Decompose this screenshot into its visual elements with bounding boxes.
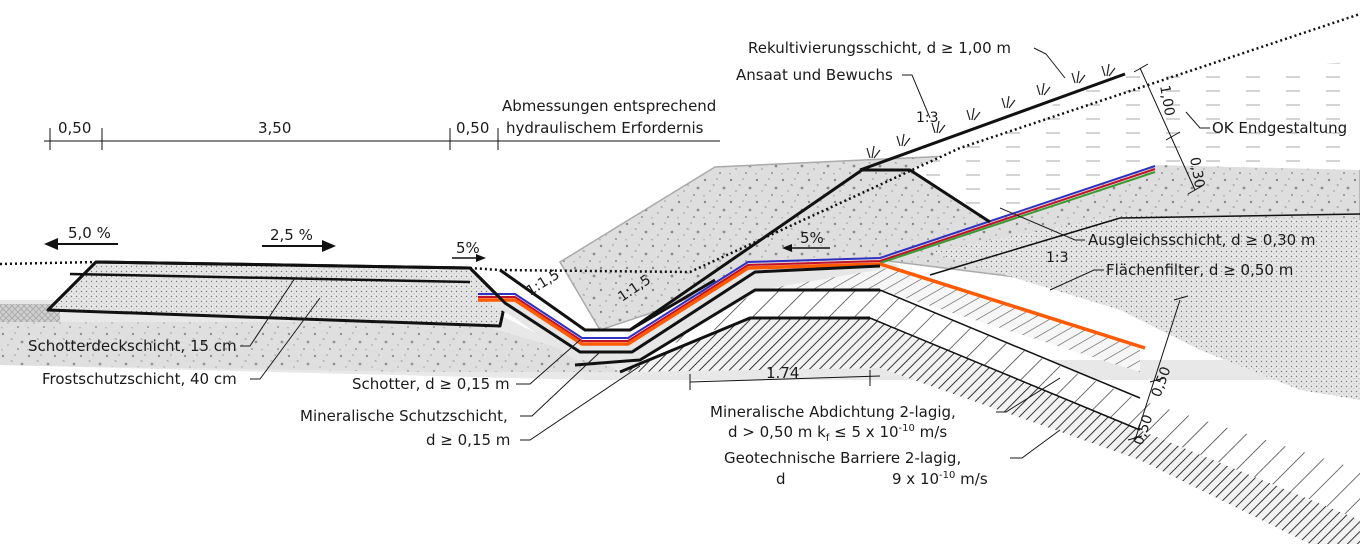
embankment-outline: [629, 168, 991, 332]
dim-350: 3,50: [258, 119, 291, 137]
slope-25: 2,5 %: [270, 226, 313, 244]
flaechenfilter-layer: [930, 215, 1360, 400]
geotech-barrier-lower: [622, 318, 1360, 544]
label-geotech-1: Geotechnische Barriere 2-lagig,: [724, 449, 961, 467]
dim-100: 1,00: [1156, 84, 1177, 117]
slope-arrow-5a: [452, 254, 486, 262]
lower-speckle-layer: [0, 322, 620, 372]
label-frostschutz: Frostschutzschicht, 40 cm: [42, 370, 237, 388]
label-schotter: Schotter, d ≥ 0,15 m: [352, 375, 510, 393]
mineral-schutz-outline: [619, 316, 870, 374]
seal-green-line: [879, 171, 1156, 264]
label-geotech-2: d: [776, 470, 786, 488]
abmessungen-label-2: hydraulischem Erfordernis: [506, 119, 704, 137]
slope-arrow-5b: [782, 244, 830, 252]
abmessungen-label-1: Abmessungen entsprechend: [502, 97, 716, 115]
schotterdeck-line: [69, 272, 471, 284]
seal-orange-line: [478, 262, 1146, 350]
right-dimension-lines: [689, 63, 1203, 441]
label-geotech-3: 9 x 10-10 m/s: [892, 470, 988, 488]
ditch-inner-outline: [499, 268, 716, 332]
dim-174: 1.74: [766, 364, 799, 382]
label-mineral-schutz-2: d ≥ 0,15 m: [426, 431, 510, 449]
vegetation: [866, 63, 1116, 159]
slope-arrow-25: [262, 240, 336, 252]
rekultivierung-layer: [910, 62, 1360, 222]
label-rekultivierung: Rekultivierungsschicht, d ≥ 1,00 m: [748, 39, 1011, 57]
label-mineral-schutz-1: Mineralische Schutzschicht,: [300, 407, 508, 425]
base-crosshatch-strip: [0, 304, 60, 322]
label-schotterdeck: Schotterdeckschicht, 15 cm: [28, 337, 237, 355]
slope-arrow-50: [44, 238, 118, 250]
label-flaechenfilter: Flächenfilter, d ≥ 0,50 m: [1106, 261, 1293, 279]
ratio-13-right: 1:3: [1046, 250, 1069, 266]
slope-5-right: 5%: [800, 229, 824, 247]
ratio-13-top: 1:3: [916, 110, 939, 126]
label-ansaat: Ansaat und Bewuchs: [736, 66, 893, 84]
dim-030: 0,30: [1186, 156, 1207, 189]
slope-5-left: 5%: [456, 239, 480, 257]
seal-blue-line: [478, 165, 1156, 339]
label-ok-endgestaltung: OK Endgestaltung: [1212, 119, 1347, 137]
ditch-fill: [480, 258, 900, 360]
label-ausgleich: Ausgleichsschicht, d ≥ 0,30 m: [1088, 231, 1316, 249]
schotter-outline: [574, 288, 880, 367]
label-mineral-abdichtung-2: d > 0,50 m kf ≤ 5 x 10-10 m/s: [728, 423, 947, 444]
dim-050-left: 0,50: [58, 119, 91, 137]
label-mineral-abdichtung-1: Mineralische Abdichtung 2-lagig,: [710, 403, 956, 421]
ditch-outline: [468, 264, 881, 354]
top-dimension-line: [44, 128, 720, 150]
seal-red-line: [478, 168, 1156, 342]
slope-50: 5,0 %: [68, 224, 111, 242]
ratio-115-left: 1:1,5: [524, 267, 563, 300]
dim-050-right: 0,50: [456, 119, 489, 137]
